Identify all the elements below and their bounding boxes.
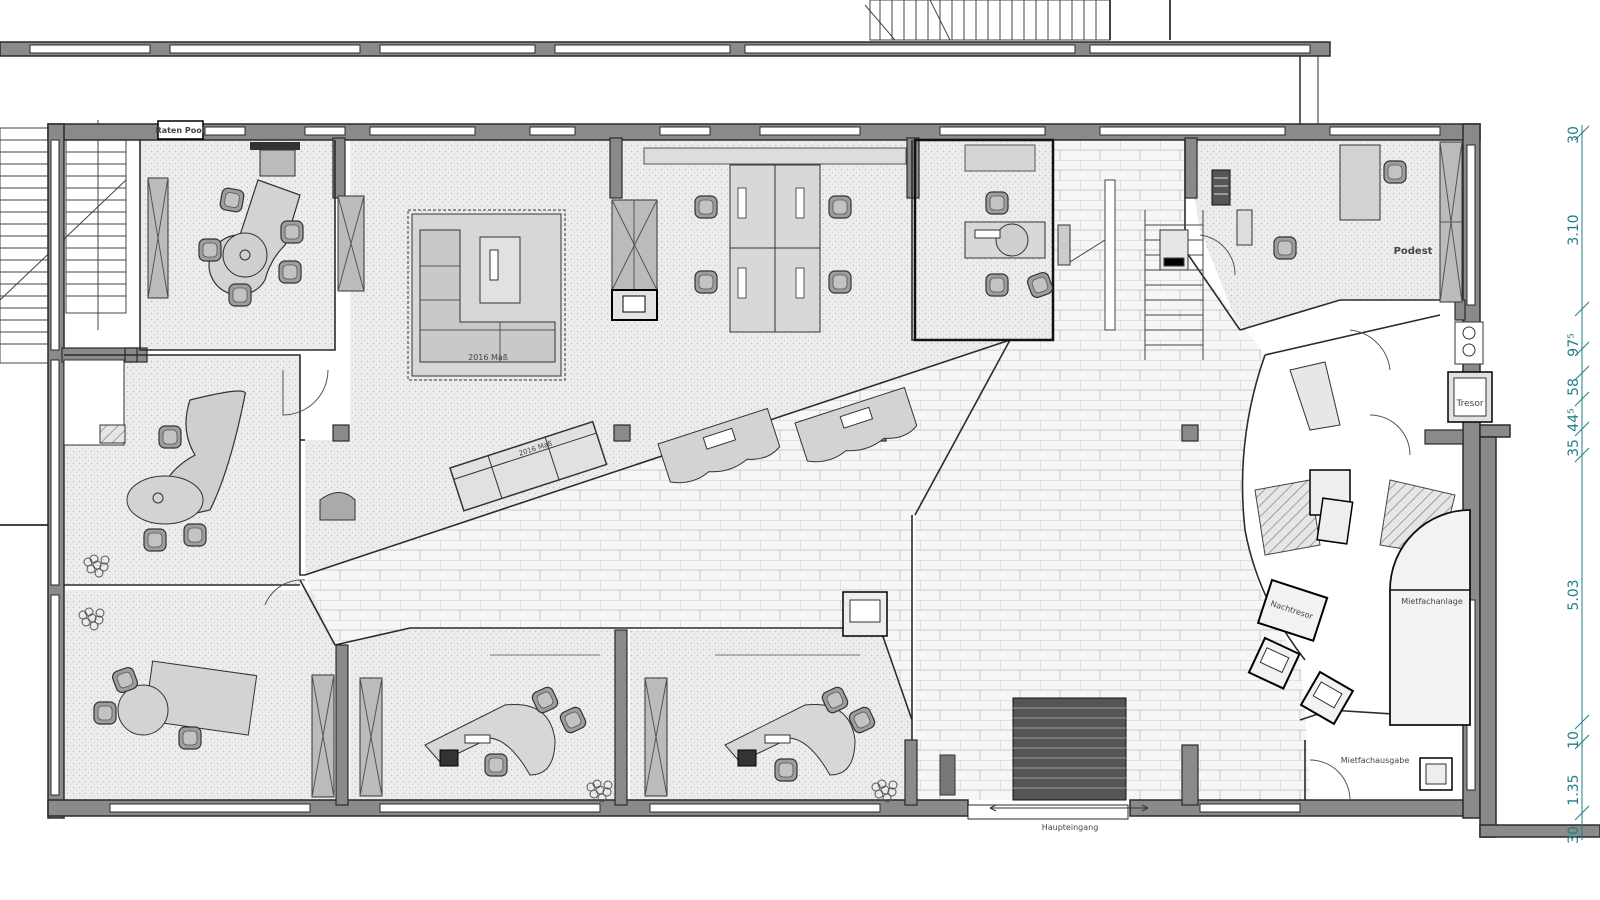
office-bottom-middle [359, 654, 613, 803]
safe-deposit: Mietfachanlage Mietfachausgabe [1341, 509, 1471, 791]
office-top-left: Raten Pool [147, 120, 304, 307]
windows [50, 126, 1476, 820]
dimension-line [1574, 125, 1590, 840]
reception-office [63, 359, 356, 578]
right-annex [1479, 436, 1600, 838]
upper-stair [864, 0, 1171, 41]
sofa-label: 2016 Maß [468, 353, 508, 362]
dim-label: 58 [1566, 378, 1582, 396]
bench-seating: 2016 Maß [449, 386, 918, 512]
haupteingang-label: Haupteingang [1042, 823, 1099, 832]
mietfachausgabe-label: Mietfachausgabe [1341, 756, 1410, 765]
dim-label: 30 [1566, 826, 1582, 844]
dim-label: 1.35 [1566, 774, 1582, 805]
logo-sign: Raten Pool [156, 120, 205, 140]
lobby: Haupteingang [842, 591, 1149, 832]
interior-walls [61, 137, 1466, 806]
dim-label: 44⁵ [1566, 408, 1582, 431]
dimension-labels: 30 3.10 97⁵ 35 44⁵ 58 5.03 10 1.35 30 [1566, 126, 1582, 844]
office-top-right: Podest [1236, 141, 1463, 303]
dim-label: 3.10 [1566, 214, 1582, 245]
desk-cluster [643, 147, 907, 333]
floor-tiles [305, 140, 1310, 800]
door-swings [264, 234, 1411, 801]
dim-label: 97⁵ [1566, 333, 1582, 356]
lounge: 2016 Maß [337, 195, 658, 381]
upper-building [0, 0, 1331, 130]
dim-label: 5.03 [1566, 579, 1582, 610]
left-stair [0, 120, 127, 526]
atm-area: Nachtresor [1247, 469, 1456, 726]
podest-label: Podest [1394, 246, 1433, 257]
stairwell [1069, 169, 1231, 360]
tresor-area: Tresor [1289, 321, 1493, 431]
dim-label: 10 [1566, 731, 1582, 749]
office-bottom-left [78, 607, 335, 798]
dim-label: 35 [1566, 439, 1582, 457]
logo-label: Raten Pool [156, 126, 205, 135]
dim-label: 30 [1566, 126, 1582, 144]
meeting-room [913, 138, 1071, 342]
mietfachanlage-label: Mietfachanlage [1401, 597, 1463, 606]
tresor-label: Tresor [1455, 399, 1483, 409]
office-bottom-right [644, 654, 898, 803]
